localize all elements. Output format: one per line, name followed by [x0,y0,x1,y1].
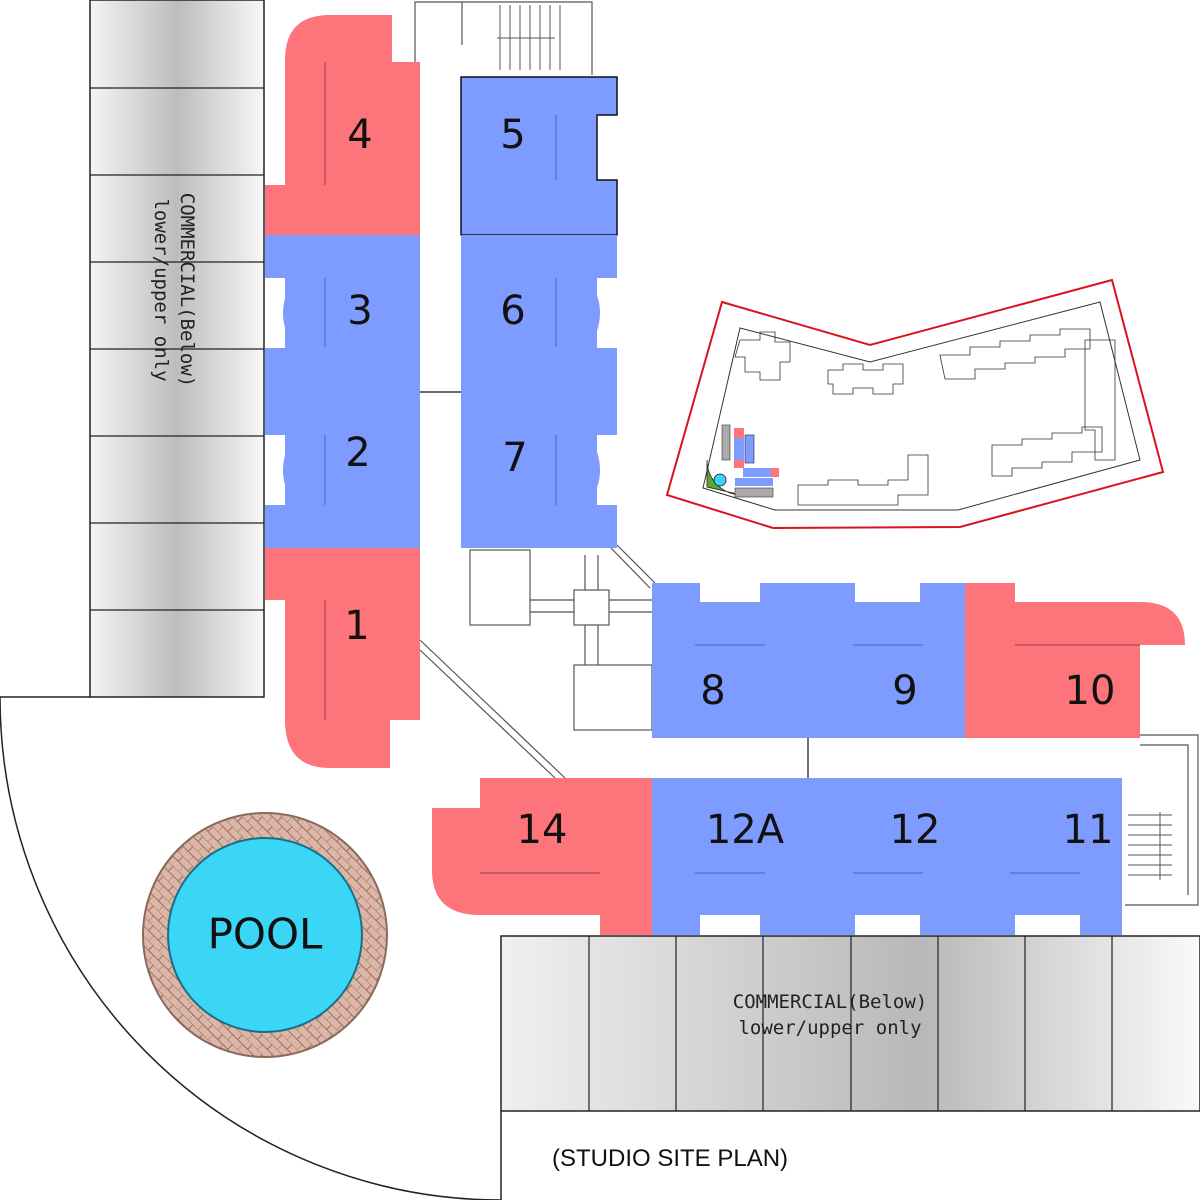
unit-5[interactable]: 5 [460,76,618,236]
unit-7-label: 7 [502,435,527,481]
unit-3-label: 3 [347,288,372,334]
key-plan-buildings [734,328,1116,506]
unit-12[interactable]: 12 [810,778,965,935]
unit-2-label: 2 [345,430,370,476]
commercial-left-line1: COMMERCIAL(Below) [176,193,198,387]
unit-8-label: 8 [700,668,725,714]
key-plan-this-building [706,424,779,498]
unit-5-label: 5 [500,112,525,158]
unit-4-label: 4 [347,112,372,158]
unit-1[interactable]: 1 [265,548,420,768]
unit-6[interactable]: 6 [461,235,617,392]
unit-1-label: 1 [344,603,369,649]
stairwell-right [1122,734,1199,906]
unit-12a[interactable]: 12A [652,778,810,935]
commercial-bottom-line2: lower/upper only [738,1017,921,1039]
commercial-block-left: COMMERCIAL(Below) lower/upper only [89,0,265,698]
unit-10[interactable]: 10 [965,583,1185,738]
pool: POOL [142,812,388,1058]
unit-14[interactable]: 14 [432,778,652,935]
site-plan-caption: (STUDIO SITE PLAN) [552,1145,788,1172]
unit-4[interactable]: 4 [265,15,420,235]
unit-3[interactable]: 3 [265,235,420,392]
commercial-bottom-line1: COMMERCIAL(Below) [733,991,927,1013]
unit-2[interactable]: 2 [265,392,420,548]
unit-7[interactable]: 7 [461,392,617,548]
unit-8[interactable]: 8 [652,583,810,738]
unit-12a-label: 12A [706,807,785,853]
key-plan-map [665,278,1165,530]
unit-9[interactable]: 9 [810,583,965,738]
unit-6-label: 6 [500,288,525,334]
unit-10-label: 10 [1065,668,1116,714]
unit-14-label: 14 [517,807,568,853]
commercial-left-line2: lower/upper only [150,198,172,381]
unit-12-label: 12 [890,807,941,853]
commercial-block-bottom: COMMERCIAL(Below) lower/upper only [500,935,1200,1112]
stairwell-top [414,1,593,75]
unit-11[interactable]: 11 [965,778,1122,935]
unit-9-label: 9 [892,668,917,714]
pool-label: POOL [208,910,323,959]
unit-11-label: 11 [1063,807,1114,853]
walkways [419,391,809,779]
site-arc-boundary [0,696,502,1200]
